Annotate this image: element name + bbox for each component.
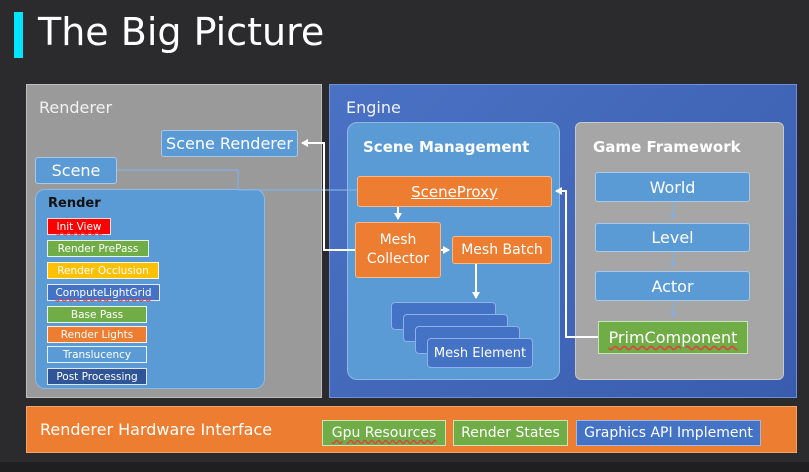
mesh-collector-box: Mesh Collector xyxy=(355,222,441,278)
render-step-occlusion: Render Occlusion xyxy=(47,262,159,279)
game-framework-title: Game Framework xyxy=(593,138,741,156)
mesh-batch-box: Mesh Batch xyxy=(452,236,552,264)
render-step-base-pass: Base Pass xyxy=(47,306,147,323)
scene-management-title: Scene Management xyxy=(363,138,530,156)
render-step-prepass: Render PrePass xyxy=(47,240,149,257)
scene-renderer-box: Scene Renderer xyxy=(161,130,298,157)
scene-to-proxy-line xyxy=(117,169,357,191)
render-step-init-view: Init View xyxy=(47,218,111,235)
actor-box: Actor xyxy=(595,271,750,301)
mesh-element-box: Mesh Element xyxy=(427,338,533,368)
title-accent-bar xyxy=(14,12,23,58)
scene-box: Scene xyxy=(35,157,117,184)
engine-label: Engine xyxy=(346,98,401,117)
render-step-post-processing: Post Processing xyxy=(47,368,147,385)
render-step-compute-light-grid: ComputeLightGrid xyxy=(47,284,160,301)
prim-component-box: PrimComponent xyxy=(598,321,748,354)
render-step-render-lights: Render Lights xyxy=(47,326,147,343)
renderer-label: Renderer xyxy=(39,98,113,117)
gpu-resources-box: Gpu Resources xyxy=(322,420,446,446)
prim-to-proxy-arrow xyxy=(555,187,598,338)
render-step-translucency: Translucency xyxy=(47,346,147,363)
world-box: World xyxy=(595,172,750,202)
rhi-label: Renderer Hardware Interface xyxy=(40,420,273,439)
scene-proxy-box: SceneProxy xyxy=(357,176,552,207)
render-title: Render xyxy=(48,196,101,211)
graphics-api-box: Graphics API Implement xyxy=(576,420,761,446)
level-box: Level xyxy=(595,223,750,252)
page-title: The Big Picture xyxy=(38,10,325,54)
collector-to-renderer-arrow xyxy=(301,139,355,251)
bottom-strip xyxy=(0,462,809,472)
render-states-box: Render States xyxy=(453,420,568,446)
